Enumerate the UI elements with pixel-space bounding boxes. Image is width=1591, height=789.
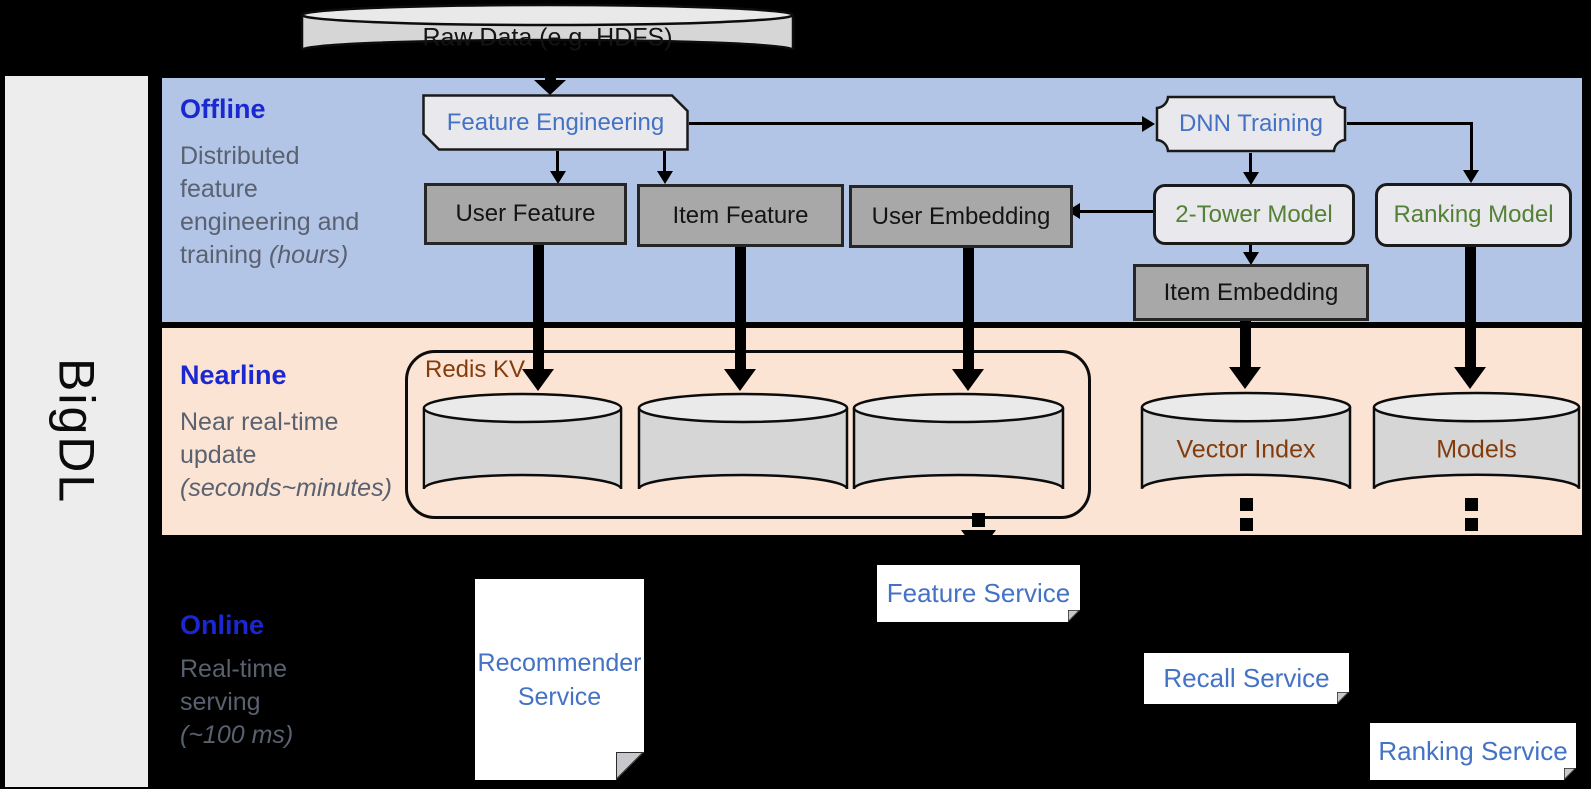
item-feature-label: Item Feature — [672, 201, 809, 229]
arrow-twotower-to-userembedding — [1080, 210, 1153, 213]
page-fold-icon — [1337, 692, 1349, 704]
feature-engineering-label: Feature Engineering — [446, 108, 665, 136]
ranking-service-card: Ranking Service — [1370, 723, 1576, 780]
bigdl-sidebar: BigDL — [5, 76, 148, 787]
arrowhead — [1243, 172, 1259, 185]
arrow-dnn-to-rankingmodel-v — [1470, 122, 1473, 171]
nearline-lane-title: Nearline — [180, 360, 287, 390]
ranking-model-node: Ranking Model — [1375, 183, 1572, 247]
online-lane-title: Online — [180, 610, 265, 640]
user-embedding-label: User Embedding — [871, 202, 1051, 230]
arrowhead — [522, 369, 554, 391]
feature-engineering-node: Feature Engineering — [422, 94, 689, 151]
two-tower-model-label: 2-Tower Model — [1175, 200, 1333, 228]
page-fold-icon — [1068, 610, 1080, 622]
item-embedding-node: Item Embedding — [1133, 264, 1369, 321]
dash-segment — [1465, 518, 1478, 531]
arrowhead — [1229, 367, 1261, 389]
dashed-arrow-redis-to-featureservice — [972, 513, 985, 527]
user-feature-label: User Feature — [455, 200, 596, 227]
dashed-arrow-models-to-rankingservice — [1465, 498, 1478, 511]
raw-data-label: Raw Data (e.g. HDFS) — [422, 23, 673, 52]
arrow-twotower-to-itemembedding — [1249, 239, 1252, 258]
cylinder-shape — [422, 392, 623, 490]
feature-store-cylinder-3 — [852, 391, 1065, 505]
feature-service-label: Feature Service — [886, 578, 1071, 608]
arrow-userembedding-to-redis — [963, 242, 974, 371]
cylinder-shape — [852, 392, 1065, 490]
arrow-rankingmodel-to-models — [1465, 241, 1476, 369]
arrowhead — [1463, 170, 1479, 183]
arrow-rawdata-to-fe — [545, 62, 556, 82]
recommender-service-card: Recommender Service — [475, 579, 644, 780]
feature-store-cylinder-2 — [637, 391, 849, 505]
cylinder-shape — [637, 392, 849, 490]
models-store: Models — [1372, 390, 1581, 505]
online-lane-description: Real-time serving (~100 ms) — [180, 655, 294, 749]
models-label: Models — [1436, 435, 1517, 464]
item-embedding-label: Item Embedding — [1163, 278, 1339, 306]
vector-index-label: Vector Index — [1176, 435, 1316, 464]
item-feature-node: Item Feature — [637, 184, 844, 247]
ranking-model-label: Ranking Model — [1393, 201, 1554, 228]
arrow-itemfeature-to-redis — [735, 241, 746, 371]
redis-kv-label: Redis KV — [425, 356, 526, 383]
user-embedding-node: User Embedding — [849, 185, 1073, 248]
arrow-fe-to-dnn — [689, 122, 1143, 125]
arrow-dnn-to-rankingmodel — [1347, 122, 1473, 125]
arrowhead — [961, 530, 996, 547]
cylinder-shape — [300, 3, 795, 51]
arrowhead — [1454, 367, 1486, 389]
cylinder-shape — [1140, 391, 1352, 490]
vector-index-store: Vector Index — [1140, 390, 1352, 505]
arrowhead — [534, 80, 566, 95]
page-fold-icon — [1564, 768, 1576, 780]
redis-kv-container — [405, 350, 1091, 519]
offline-lane-title: Offline — [180, 94, 266, 124]
user-feature-node: User Feature — [424, 183, 627, 245]
brand-label: BigDL — [48, 358, 105, 505]
plaque-shape — [1155, 95, 1347, 153]
raw-data-store: Raw Data (e.g. HDFS) — [300, 3, 795, 63]
arrowhead — [1142, 116, 1155, 132]
arrow-dnn-to-twotower — [1249, 153, 1252, 178]
two-tower-model-node: 2-Tower Model — [1153, 184, 1355, 245]
nearline-lane-description: Near real-time update (seconds~minutes) — [180, 408, 392, 502]
arrow-userfeature-to-redis — [533, 239, 544, 371]
page-fold-icon — [616, 752, 644, 780]
dnn-training-node: DNN Training — [1155, 95, 1347, 153]
cylinder-shape — [1372, 391, 1581, 490]
arrow-fe-to-userfeature — [556, 151, 559, 176]
recall-service-label: Recall Service — [1163, 663, 1330, 693]
dnn-training-label: DNN Training — [1178, 110, 1324, 137]
feature-service-card: Feature Service — [877, 565, 1080, 622]
arrow-itemembedding-to-vectorindex — [1240, 315, 1251, 369]
arrow-fe-to-itemfeature — [663, 151, 666, 176]
arrowhead — [1243, 252, 1259, 265]
clipped-rect-shape — [422, 94, 689, 151]
recommender-service-label: Recommender Service — [477, 648, 642, 711]
arrowhead — [657, 171, 673, 184]
arrowhead — [550, 171, 566, 184]
arrowhead — [724, 369, 756, 391]
feature-store-cylinder-1 — [422, 391, 623, 505]
dash-segment — [1240, 518, 1253, 531]
offline-lane-description: Distributed feature engineering and trai… — [180, 142, 360, 269]
arrowhead — [952, 369, 984, 391]
ranking-service-label: Ranking Service — [1378, 736, 1568, 766]
dashed-arrow-vectorindex-to-recallservice — [1240, 498, 1253, 511]
recall-service-card: Recall Service — [1144, 653, 1349, 704]
